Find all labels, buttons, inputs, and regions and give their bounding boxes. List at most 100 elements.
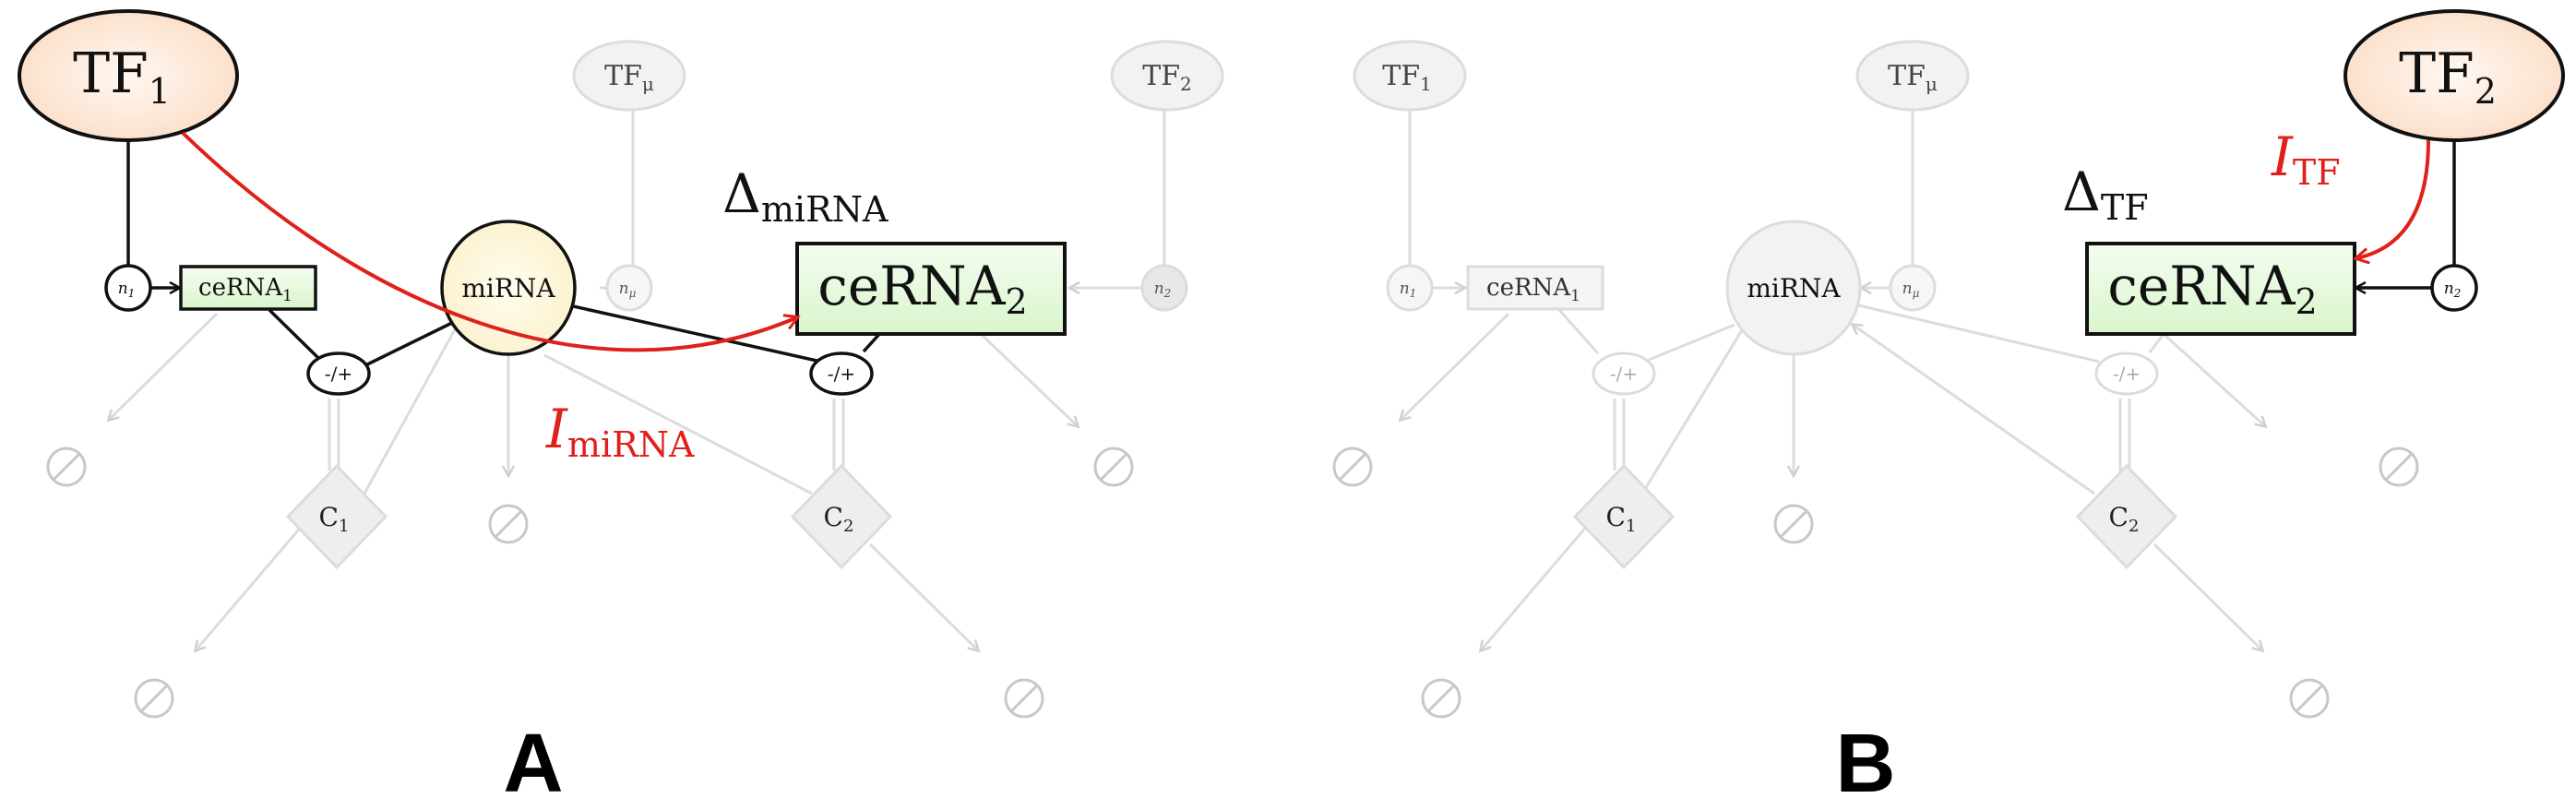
n2-main: n: [1154, 280, 1164, 298]
svg-text:TFμ: TFμ: [604, 60, 654, 95]
panel-a-mirna-node: miRNA: [440, 220, 577, 356]
panel-a-cerna1-node: ceRNA1: [179, 265, 317, 311]
panel-b-tf-mu-node: TFμ: [1855, 40, 1970, 112]
panel-a-n2-node: n2: [1140, 264, 1188, 312]
svg-text:ceRNA1: ceRNA1: [198, 274, 292, 305]
panel-b-n2-node: n2: [2430, 264, 2478, 312]
degradation-icon: [1004, 678, 1044, 719]
b-cerna1-sub: 1: [1570, 287, 1580, 305]
complex-left-label: -/+: [325, 363, 352, 385]
b-n2-main: n: [2444, 280, 2454, 298]
n1-main: n: [118, 280, 128, 298]
tf1-sub: 1: [149, 71, 171, 112]
panel-b-cerna1-node: ceRNA1: [1466, 265, 1604, 311]
b-nmu-sub: μ: [1913, 287, 1920, 300]
panel-a-label: A: [504, 718, 564, 810]
n2-sub: 2: [1163, 287, 1172, 300]
panel-a-faded-edges: [109, 109, 1166, 650]
b-cerna2-sub: 2: [2295, 281, 2317, 322]
b-n2-sub: 2: [2453, 287, 2462, 300]
c1-sub: 1: [339, 517, 349, 536]
n1-sub: 1: [128, 287, 136, 300]
panel-a-cerna2-node: ceRNA2: [795, 242, 1067, 336]
svg-text:TF2: TF2: [1142, 60, 1192, 95]
b-n1-sub: 1: [1410, 287, 1417, 300]
svg-text:TF1: TF1: [73, 42, 171, 112]
panel-a-c1-node: C1: [285, 463, 388, 570]
b-tf1-sub: 1: [1420, 73, 1432, 95]
degradation-icon: [1332, 447, 1373, 487]
panel-b-c1-node: C1: [1572, 463, 1676, 570]
panel-b-complex-right: -/+: [2094, 351, 2159, 396]
panel-a-delta-label: ΔmiRNA: [722, 162, 888, 230]
svg-text:TF2: TF2: [2399, 42, 2497, 112]
tf-mu-sub: μ: [642, 73, 654, 95]
svg-text:ceRNA2: ceRNA2: [2107, 255, 2317, 322]
b-complex-right-label: -/+: [2113, 363, 2141, 385]
degradation-icon: [1421, 678, 1461, 719]
panel-b-cerna2-node: ceRNA2: [2085, 242, 2356, 336]
degradation-icon: [1093, 447, 1134, 487]
panel-a: TFμ TF2 nμ n2 C1 C2: [18, 9, 1224, 810]
b-c2-sub: 2: [2129, 517, 2139, 536]
panel-a-n-mu-node: nμ: [605, 264, 653, 312]
n-mu-sub: μ: [629, 287, 637, 300]
tf2-sub: 2: [1180, 73, 1192, 95]
b-tf2-sub: 2: [2475, 71, 2497, 112]
panel-b-tf2-node: TF2: [2343, 9, 2565, 142]
panel-a-c2-node: C2: [790, 463, 893, 570]
panel-b: TF1 TFμ n1 nμ ceRNA1 miRNA -/+ -/+: [1332, 9, 2565, 810]
panel-b-tf1-node: TF1: [1353, 40, 1467, 112]
svg-text:ceRNA1: ceRNA1: [1486, 274, 1580, 305]
svg-text:TF1: TF1: [1382, 60, 1432, 95]
panel-b-complex-left: -/+: [1592, 351, 1656, 396]
mirna-label: miRNA: [461, 273, 555, 304]
svg-text:C2: C2: [2109, 502, 2140, 536]
svg-text:n2: n2: [1154, 280, 1172, 300]
tf1-main: TF: [73, 42, 149, 106]
panel-a-complex-right: -/+: [809, 351, 874, 396]
svg-text:n1: n1: [1400, 280, 1417, 300]
tf-mu-main: TF: [604, 60, 642, 92]
cerna2-main: ceRNA: [817, 255, 1006, 317]
c2-sub: 2: [843, 517, 853, 536]
cerna1-sub: 1: [282, 287, 292, 305]
b-cerna2-main: ceRNA: [2107, 255, 2296, 317]
panel-a-complex-left: -/+: [306, 351, 371, 396]
b-c1-main: C: [1606, 502, 1626, 532]
degradation-icon: [134, 678, 174, 719]
panel-b-c2-node: C2: [2075, 463, 2178, 570]
svg-text:C1: C1: [319, 502, 350, 536]
c1-main: C: [319, 502, 339, 532]
panel-b-intervention-label: ITF: [2271, 125, 2341, 193]
b-tf-mu-main: TF: [1888, 60, 1926, 92]
b-tf2-main: TF: [2399, 42, 2475, 106]
panel-b-delta-label: ΔTF: [2062, 161, 2149, 228]
degradation-icon: [2289, 678, 2330, 719]
b-tf1-main: TF: [1382, 60, 1420, 92]
panel-b-faded-edges: [1401, 109, 2265, 650]
svg-text:nμ: nμ: [619, 280, 637, 300]
b-cerna1-main: ceRNA: [1486, 274, 1571, 302]
degradation-icon: [1773, 504, 1814, 544]
svg-text:C2: C2: [824, 502, 854, 536]
cerna2-sub: 2: [1005, 281, 1027, 322]
panel-a-tf-mu-node: TFμ: [572, 40, 686, 112]
svg-text:ceRNA2: ceRNA2: [817, 255, 1027, 322]
cerna1-main: ceRNA: [198, 274, 283, 302]
panel-b-n1-node: n1: [1386, 264, 1434, 312]
b-mirna-label: miRNA: [1747, 273, 1841, 304]
tf2-main: TF: [1142, 60, 1180, 92]
svg-text:C1: C1: [1606, 502, 1637, 536]
b-c1-sub: 1: [1626, 517, 1636, 536]
svg-text:nμ: nμ: [1902, 280, 1920, 300]
panel-b-label: B: [1836, 718, 1896, 810]
panel-b-nmu-node: nμ: [1889, 264, 1937, 312]
panel-a-n1-node: n1: [104, 264, 152, 312]
n-mu-main: n: [619, 280, 629, 298]
complex-right-label: -/+: [828, 363, 855, 385]
degradation-icon: [488, 504, 529, 544]
degradation-icon: [2379, 447, 2419, 487]
panel-b-degradation-symbols: [1332, 447, 2419, 719]
